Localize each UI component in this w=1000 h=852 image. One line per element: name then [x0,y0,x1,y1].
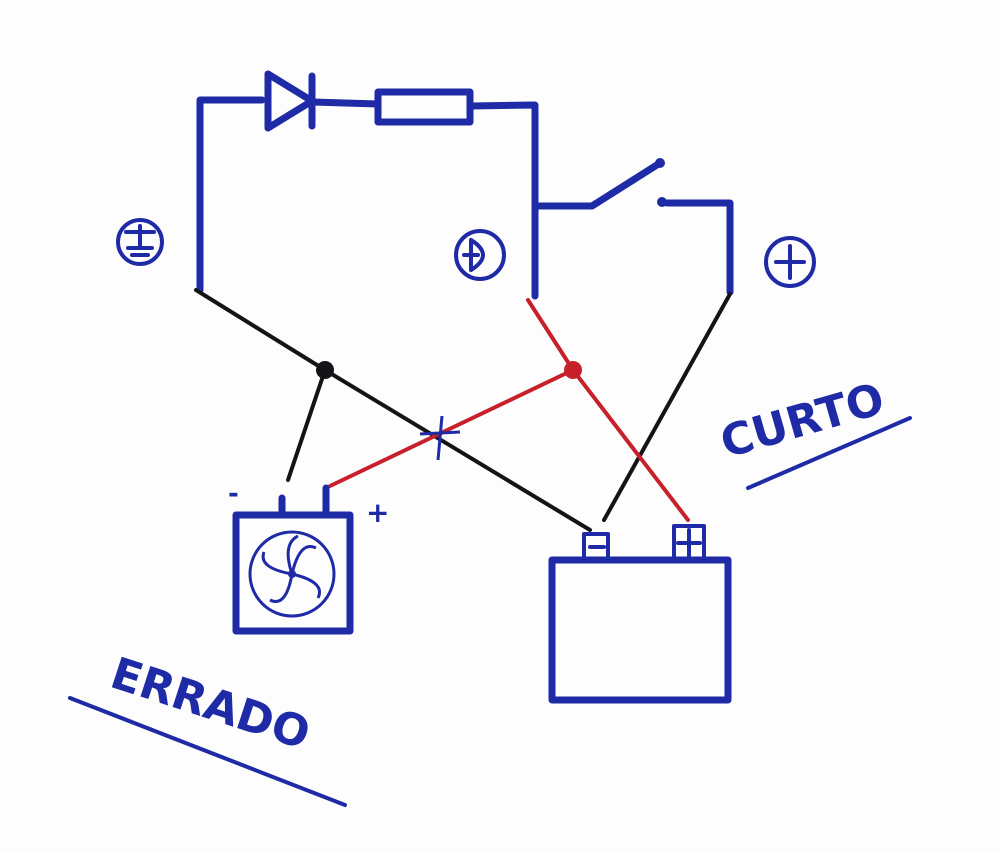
black-junction [316,361,334,379]
fan-plus-label: + [366,496,389,529]
short-label: CURTO [715,373,890,468]
top-loop-wire [196,96,539,300]
resistor-icon [374,88,474,126]
wrong-label: ERRADO [105,648,316,760]
d-terminal-icon [454,229,506,281]
fan-icon [232,484,354,635]
ground-symbol-icon [116,218,164,266]
fan-minus-label: - [228,479,239,509]
black-wires [194,288,732,532]
short-underline [746,416,912,490]
positive-terminal-icon [764,236,816,288]
crossing-mark [419,415,461,461]
red-wires [328,298,690,522]
switch-icon [531,158,734,296]
diode-icon [264,70,316,132]
red-junction [564,361,582,379]
battery-icon [548,524,732,704]
wrong-underline [68,696,347,807]
